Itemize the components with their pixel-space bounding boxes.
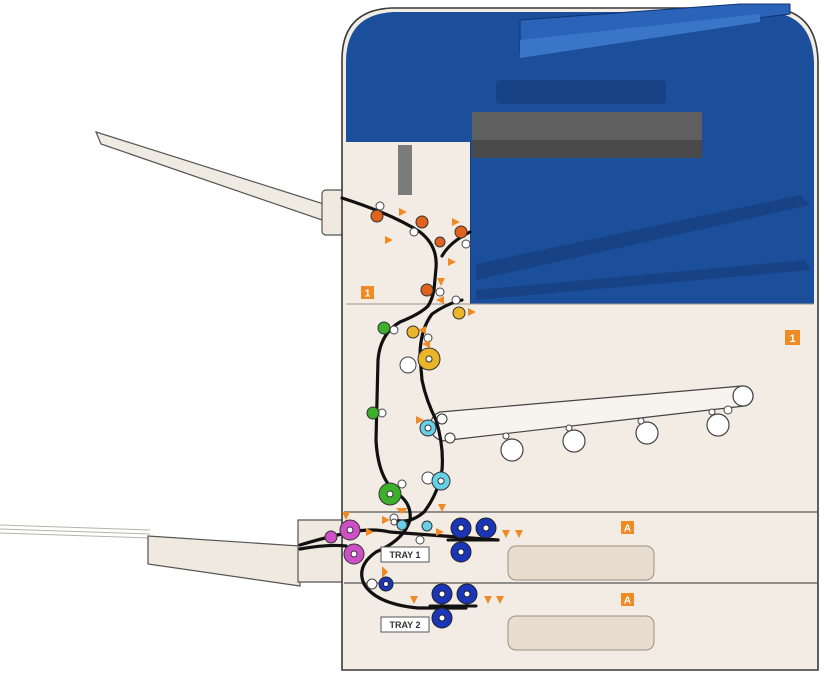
transfer-belt (429, 385, 754, 462)
area-marker-upper-left: 1 (361, 286, 374, 300)
cyan-rollers (396, 413, 456, 532)
green-rollers (366, 321, 402, 506)
area-marker-right: 1 (785, 330, 800, 345)
area-marker-label: A (624, 524, 631, 535)
output-tray (94, 131, 345, 236)
area-marker-label: A (624, 596, 631, 607)
tray-2-label: TRAY 2 (380, 616, 430, 633)
idler-rollers (366, 201, 471, 590)
area-marker-tray-1: A (621, 521, 634, 535)
tray-1-label: TRAY 1 (380, 546, 430, 563)
area-marker-label: 1 (365, 289, 371, 300)
area-marker-label: 1 (789, 333, 795, 345)
tray-2-label-text: TRAY 2 (389, 620, 420, 630)
magenta-rollers (324, 519, 365, 565)
tray-paper-stacks (428, 538, 500, 608)
scanner-unit (346, 3, 814, 304)
area-marker-tray-2: A (621, 593, 634, 607)
navy-tray-rollers (378, 517, 497, 629)
bypass-tray (0, 519, 346, 587)
direction-arrows (342, 208, 523, 604)
tray-1-label-text: TRAY 1 (389, 550, 420, 560)
orange-rollers (370, 209, 468, 297)
yellow-rollers (406, 306, 466, 371)
